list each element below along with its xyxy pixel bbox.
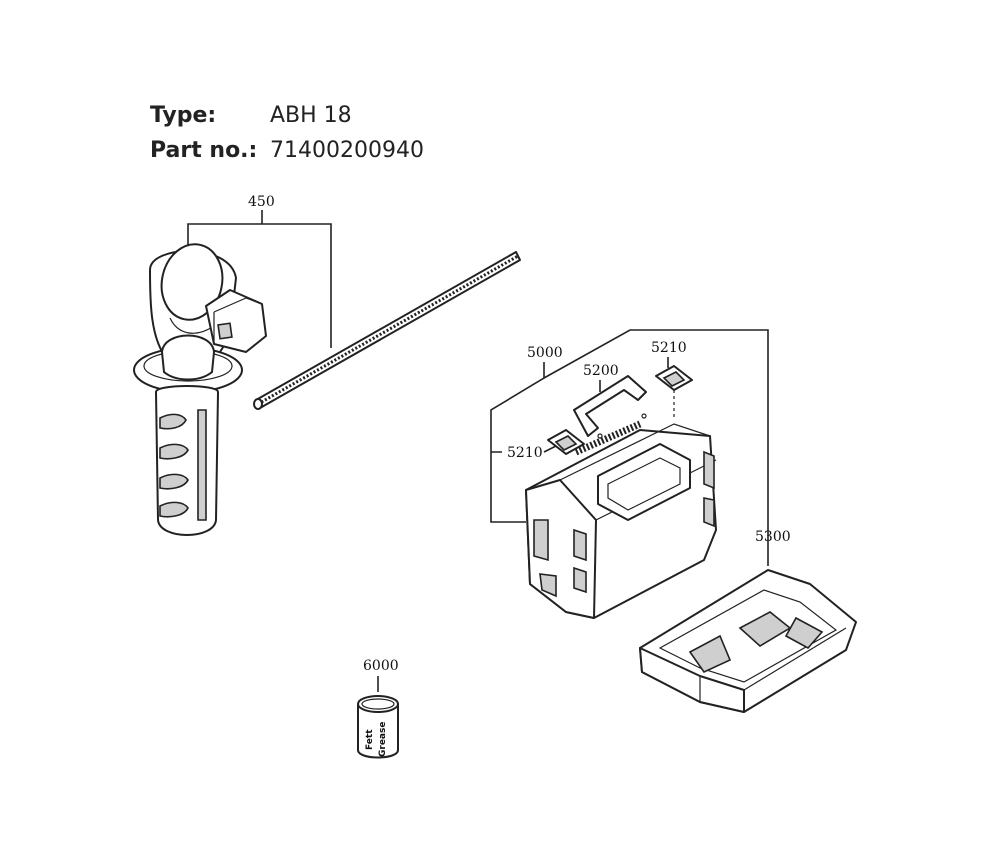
callout-6000: 6000 — [363, 658, 399, 674]
callout-450: 450 — [248, 194, 275, 210]
part-5300-group[interactable]: 5300 — [639, 529, 857, 713]
part-6000-group[interactable]: 6000 Fett Grease — [357, 658, 399, 759]
depth-rod[interactable] — [253, 251, 521, 410]
leader-5210-left — [543, 445, 557, 453]
leader-5000-top — [543, 329, 769, 566]
grease-label-fett: Fett — [365, 729, 375, 750]
part-number-label: Part no.: — [150, 138, 258, 163]
callout-5210-top: 5210 — [651, 340, 687, 356]
callout-5000: 5000 — [527, 345, 563, 361]
part-5200-group[interactable]: 5200 — [573, 363, 647, 439]
leader-450 — [187, 210, 332, 348]
case-insert-tray[interactable] — [639, 569, 857, 713]
grease-tin[interactable]: Fett Grease — [357, 695, 399, 759]
callout-5200: 5200 — [583, 363, 619, 379]
part-5000-group[interactable]: 5000 — [490, 329, 769, 619]
carry-case[interactable] — [525, 420, 717, 619]
type-label: Type: — [150, 103, 217, 128]
leader-5000 — [490, 362, 545, 523]
side-handle[interactable] — [133, 239, 267, 536]
part-number-value: 71400200940 — [270, 138, 424, 163]
part-5210-group[interactable]: 5210 5210 — [507, 340, 693, 461]
callout-5210-left: 5210 — [507, 445, 543, 461]
case-handle[interactable] — [573, 375, 647, 437]
grease-label-grease: Grease — [378, 722, 388, 757]
callout-5300: 5300 — [755, 529, 791, 545]
type-value: ABH 18 — [270, 103, 352, 128]
part-450-group[interactable]: 450 — [133, 194, 521, 536]
